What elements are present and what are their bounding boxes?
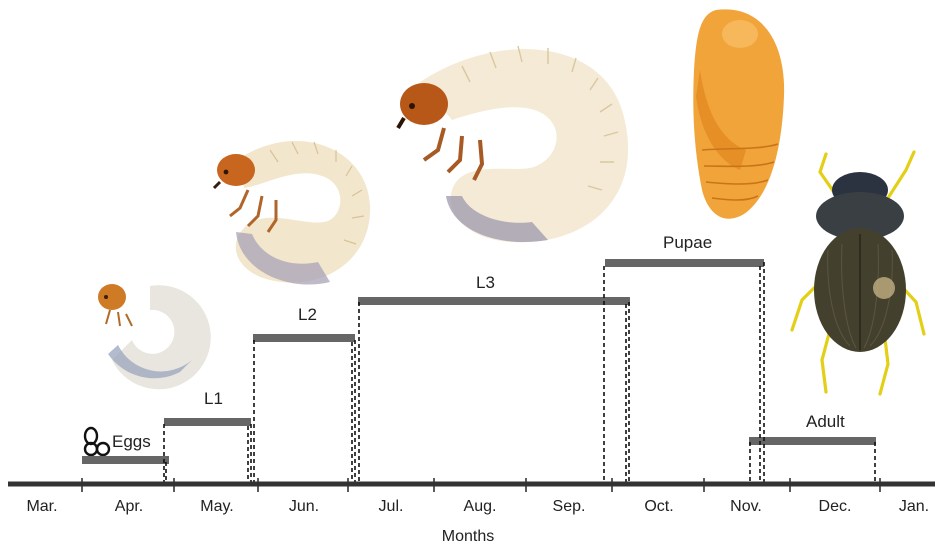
l1-bar [164, 418, 251, 426]
pupae-label: Pupae [663, 233, 712, 252]
pupae-bar [605, 259, 764, 267]
month-label: Jan. [899, 498, 929, 515]
l2-label: L2 [298, 305, 317, 324]
month-label: Mar. [26, 498, 57, 515]
month-label: Dec. [819, 498, 852, 515]
adult-bar [749, 437, 876, 445]
month-label: Jun. [289, 498, 319, 515]
l3-larva-illustration [398, 46, 628, 242]
eggs-label: Eggs [112, 432, 151, 451]
month-label: Oct. [644, 498, 673, 515]
dashed-connectors [164, 262, 875, 486]
l3-bar [358, 297, 630, 305]
month-label: Jul. [379, 498, 404, 515]
egg-cluster-icon [85, 428, 109, 455]
axis-title: Months [442, 528, 494, 545]
adult-label: Adult [806, 412, 845, 431]
month-label: Sep. [553, 498, 586, 515]
eggs-bar [82, 456, 169, 464]
l2-bar [253, 334, 355, 342]
month-label: Aug. [464, 498, 497, 515]
pupa-illustration [693, 9, 784, 218]
l1-larva-illustration [98, 284, 211, 389]
l1-label: L1 [204, 389, 223, 408]
month-label: May. [200, 498, 233, 515]
month-label: Apr. [115, 498, 143, 515]
l2-larva-illustration [214, 141, 370, 285]
month-labels: Mar. Apr. May. Jun. Jul. Aug. Sep. Oct. … [26, 498, 929, 515]
month-label: Nov. [730, 498, 762, 515]
l3-label: L3 [476, 273, 495, 292]
adult-beetle-illustration [792, 152, 924, 394]
